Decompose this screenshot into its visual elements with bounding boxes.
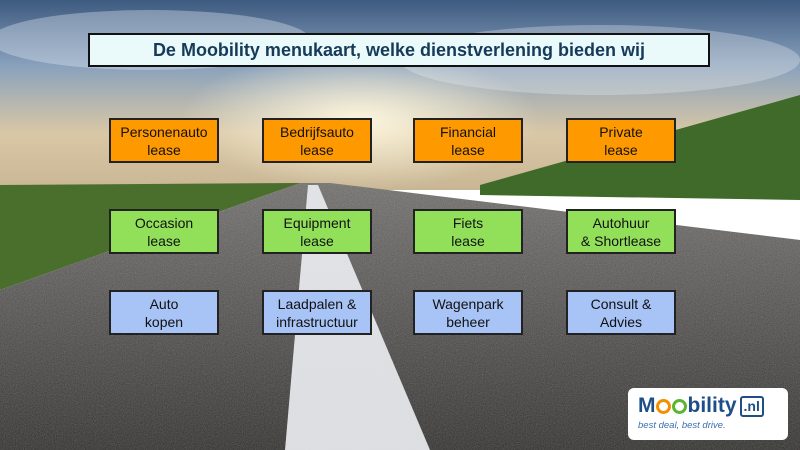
service-label: Private lease [599,123,643,158]
service-label: Fiets lease [451,214,485,249]
service-label: Bedrijfsauto lease [280,123,354,158]
logo-text: bility [687,394,737,417]
service-tile[interactable]: Wagenpark beheer [413,290,523,335]
service-label: Laadpalen & infrastructuur [276,295,358,330]
logo-m: M [638,394,656,417]
service-label: Wagenpark beheer [432,295,504,330]
service-tile[interactable]: Consult & Advies [566,290,676,335]
service-tile[interactable]: Equipment lease [262,209,372,254]
moobility-logo[interactable]: M bility .nl best deal, best drive. [628,388,788,440]
service-tile[interactable]: Private lease [566,118,676,163]
service-tile[interactable]: Bedrijfsauto lease [262,118,372,163]
service-label: Personenauto lease [120,123,208,158]
service-label: Autohuur & Shortlease [580,214,662,249]
service-label: Equipment lease [283,214,351,249]
logo-orange-o [656,398,671,414]
service-tile[interactable]: Personenauto lease [109,118,219,163]
service-label: Consult & Advies [590,295,652,330]
service-label: Financial lease [439,123,497,158]
logo-tagline: best deal, best drive. [638,420,726,431]
logo-nl: .nl [739,395,764,417]
service-tile[interactable]: Fiets lease [413,209,523,254]
service-tile[interactable]: Laadpalen & infrastructuur [262,290,372,335]
service-label: Occasion lease [134,214,194,249]
service-tile[interactable]: Autohuur & Shortlease [566,209,676,254]
service-tile[interactable]: Auto kopen [109,290,219,335]
page-title: De Moobility menukaart, welke dienstverl… [88,33,710,67]
logo-green-o [672,398,687,414]
service-label: Auto kopen [144,295,184,330]
service-tile[interactable]: Occasion lease [109,209,219,254]
service-tile[interactable]: Financial lease [413,118,523,163]
